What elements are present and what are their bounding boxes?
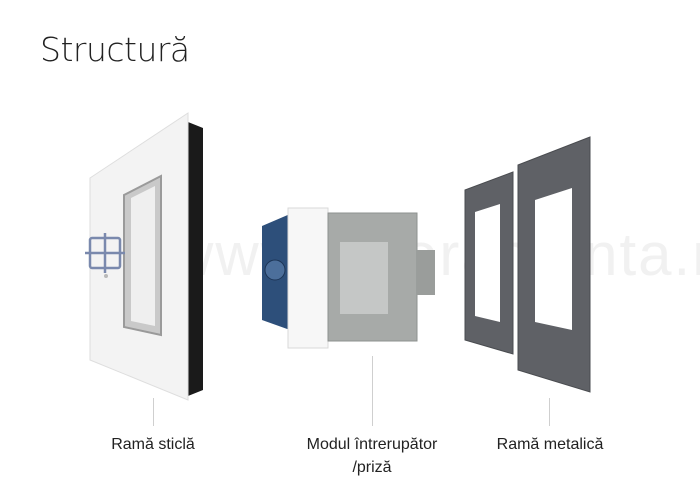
module-dial (264, 259, 286, 281)
metal-frame-back-opening (475, 204, 500, 322)
label-module-line1: Modul întrerupător (306, 436, 438, 453)
module-socket (340, 242, 388, 314)
label-glass-frame: Ramă sticlă (111, 436, 195, 453)
module-white-front (287, 207, 329, 349)
glass-frame-edge (188, 122, 203, 396)
leader-line-metal-frame (549, 398, 550, 426)
glass-frame-illustration (85, 112, 203, 401)
leader-line-glass-frame (153, 398, 154, 426)
touch-cross-icon (85, 233, 125, 273)
page-title: Structură (40, 30, 190, 69)
switch-module-illustration (262, 207, 435, 349)
metal-frame-illustration (464, 136, 591, 393)
module-terminal (417, 250, 435, 295)
led-indicator-icon (104, 274, 108, 278)
metal-frame-front-opening (535, 188, 572, 330)
leader-line-module (372, 356, 373, 426)
label-module-line2: /priză (352, 459, 392, 476)
glass-frame-opening-inner (131, 186, 155, 326)
label-metal-frame: Ramă metalică (496, 436, 604, 453)
